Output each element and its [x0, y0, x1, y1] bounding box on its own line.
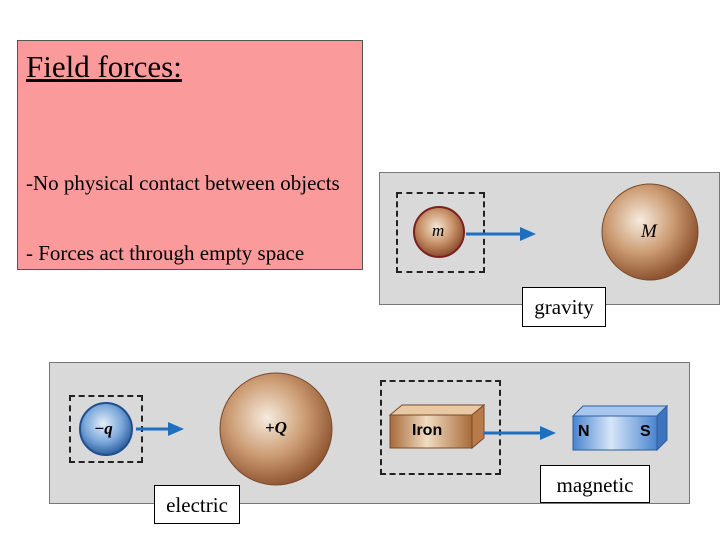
iron-block-front: [389, 414, 473, 449]
iron-block-top: [388, 404, 486, 416]
positive-charge-sphere: [219, 372, 333, 486]
iron-label: Iron: [412, 422, 443, 439]
magnet-front: [572, 415, 658, 451]
gravity-panel: m M: [379, 172, 720, 305]
magnetic-arrowhead: [540, 426, 556, 440]
gravity-label: gravity: [522, 287, 606, 327]
bullet-no-contact: -No physical contact between objects: [26, 171, 340, 195]
magnet-north-label: N: [578, 423, 590, 440]
magnetic-label: magnetic: [540, 465, 650, 503]
magnet-south-label: S: [640, 423, 651, 440]
magnet-top: [571, 405, 669, 417]
gravity-arrowhead: [520, 227, 536, 241]
large-mass-sphere: [601, 183, 699, 281]
gravity-diagram: [413, 183, 699, 281]
negative-charge-label: −q: [94, 419, 113, 438]
small-mass-sphere: [413, 206, 465, 258]
large-mass-label: M: [641, 221, 657, 242]
iron-frame: [380, 380, 501, 475]
slide-title: Field forces:: [26, 49, 182, 84]
bullet-empty-space: - Forces act through empty space: [26, 241, 305, 265]
electric-label: electric: [154, 485, 240, 524]
small-mass-label: m: [432, 221, 445, 240]
field-forces-textbox: Field forces: -No physical contact betwe…: [17, 40, 363, 270]
electric-arrowhead: [168, 422, 184, 436]
electric-magnetic-diagram: [79, 372, 669, 486]
positive-charge-label: +Q: [265, 418, 287, 437]
negative-charge-sphere: [79, 402, 133, 456]
